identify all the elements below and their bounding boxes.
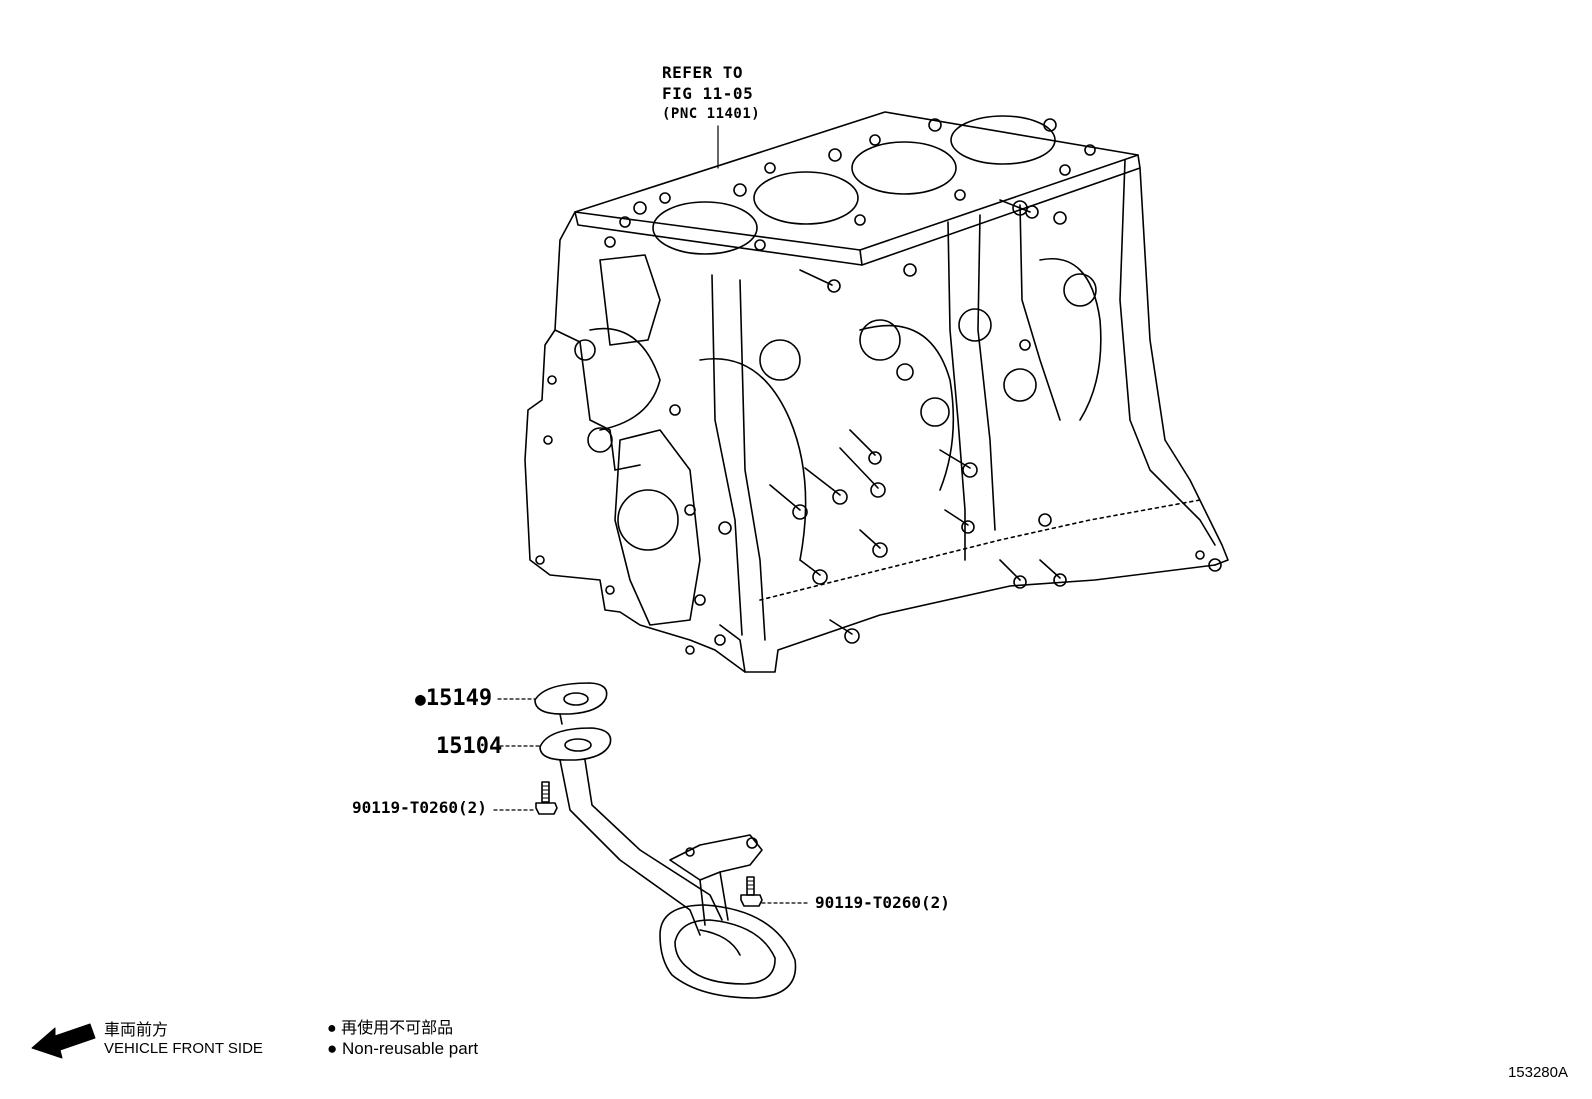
part-number-bolt-lower: 90119-T0260(2) — [815, 893, 950, 912]
callout-bolt-lower[interactable]: 90119-T0260(2) — [815, 895, 950, 911]
side-bosses — [535, 211, 1097, 606]
bolt-upper-illustration — [493, 781, 558, 815]
refer-note-line1: REFER TO — [662, 63, 744, 82]
non-reusable-marker-icon: ● — [415, 689, 426, 710]
part-number-15104: 15104 — [436, 734, 503, 759]
nonreuse-bullet-icon-2: ● — [327, 1039, 338, 1058]
gasket-part-illustration — [497, 682, 608, 725]
legend-nonreuse-jp: ● 再使用不可部品 — [327, 1014, 453, 1038]
legend-front-en: VEHICLE FRONT SIDE — [104, 1040, 263, 1057]
legend-nonreuse-jp-text: 再使用不可部品 — [341, 1020, 454, 1037]
deck-holes — [604, 118, 1096, 251]
mounting-studs — [685, 199, 1222, 655]
callout-bolt-upper[interactable]: 90119-T0260(2) — [352, 800, 487, 816]
refer-note-line3: (PNC 11401) — [662, 106, 761, 122]
legend-nonreuse-en: ● Non-reusable part — [327, 1039, 478, 1059]
legend-front-jp: 車両前方 — [104, 1022, 169, 1039]
refer-note: REFER TO FIG 11-05 (PNC 11401) — [662, 62, 760, 125]
callout-15149[interactable]: ●15149 — [415, 688, 492, 710]
refer-note-line2: FIG 11-05 — [662, 84, 754, 103]
legend-nonreuse-en-text: Non-reusable part — [342, 1039, 479, 1058]
vehicle-front-arrow-icon — [31, 1023, 96, 1059]
callout-15104[interactable]: 15104 — [436, 736, 502, 758]
oil-strainer-illustration — [499, 727, 797, 999]
part-number-bolt-upper: 90119-T0260(2) — [352, 798, 487, 817]
bolt-lower-illustration — [740, 876, 809, 907]
part-number-15149: 15149 — [425, 686, 493, 711]
nonreuse-bullet-icon: ● — [327, 1020, 337, 1037]
diagram-id: 153280A — [1507, 1064, 1568, 1081]
cylinder-block — [524, 111, 1229, 673]
cylinder-bores — [652, 115, 1056, 255]
